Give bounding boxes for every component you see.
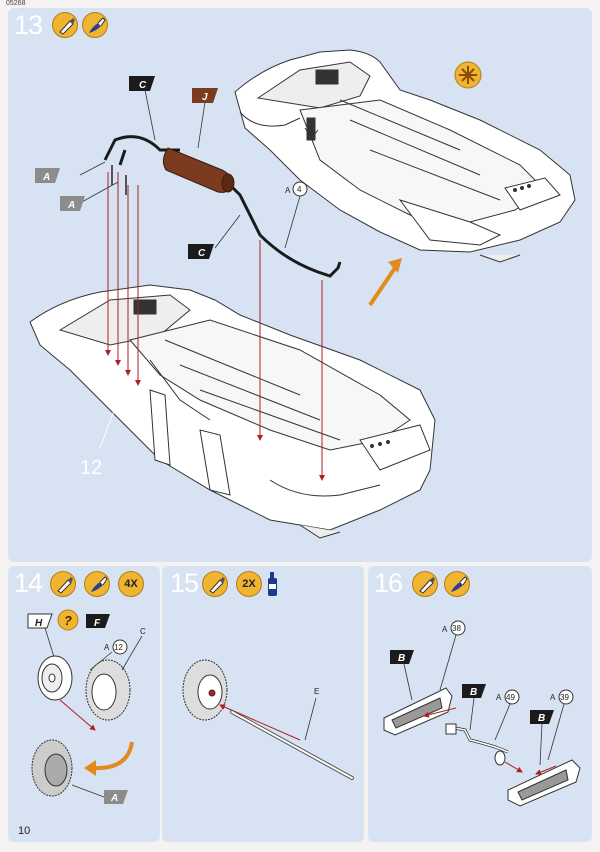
part-label-c: C	[140, 627, 146, 636]
brush-paint-icon	[444, 571, 470, 597]
svg-text:J: J	[202, 92, 208, 103]
rotate-arrow	[91, 741, 134, 771]
svg-text:A: A	[67, 200, 75, 211]
part-flag-b3: B	[530, 710, 554, 724]
chassis-top-right	[234, 49, 576, 263]
svg-text:A: A	[110, 793, 118, 804]
svg-text:B: B	[470, 687, 477, 698]
glue-icon	[412, 571, 438, 597]
document-id: 05268	[6, 0, 26, 7]
step-16-panel	[368, 566, 592, 842]
glue-icon	[50, 571, 76, 597]
step-14-panel	[8, 566, 160, 842]
bracket-left	[383, 687, 453, 736]
svg-text:?: ?	[64, 613, 72, 628]
step-14-number: 14	[14, 568, 43, 598]
glue-bottle-icon	[268, 572, 277, 596]
svg-text:B: B	[538, 713, 545, 724]
tire-front	[85, 659, 131, 721]
svg-text:A: A	[285, 186, 291, 195]
part-flag-j: J	[192, 88, 218, 103]
svg-text:38: 38	[452, 624, 461, 633]
part-flag-a-left-1: A	[35, 168, 60, 183]
step-16-number: 16	[374, 568, 403, 598]
svg-text:C: C	[139, 80, 147, 91]
glue-icon	[52, 12, 78, 38]
part-callout-a4: A 4	[285, 181, 308, 197]
brush-paint-icon	[82, 12, 108, 38]
star-option-icon	[454, 61, 482, 89]
part-flag-c-bottom: C	[188, 244, 214, 259]
svg-text:C: C	[198, 248, 206, 259]
page-number: 10	[18, 825, 31, 837]
question-icon: ?	[57, 609, 79, 631]
svg-text:39: 39	[560, 693, 569, 702]
chassis-bottom	[29, 284, 436, 539]
part-flag-b1: B	[390, 650, 414, 664]
part-flag-a-left-2: A	[60, 196, 85, 211]
part-flag-c-top: C	[129, 76, 155, 91]
part-flag-f: F	[86, 614, 110, 629]
step-13-number: 13	[14, 10, 43, 40]
assembly-guide-lines	[105, 172, 325, 481]
svg-text:A: A	[442, 625, 448, 634]
svg-text:12: 12	[114, 643, 123, 652]
svg-text:A: A	[42, 172, 50, 183]
wheel-hub	[37, 655, 73, 701]
svg-text:A: A	[104, 643, 110, 652]
svg-text:A: A	[550, 693, 556, 702]
svg-text:49: 49	[506, 693, 515, 702]
part-flag-h: H	[27, 613, 53, 629]
wheel-assembled	[31, 739, 73, 797]
wheel-step15	[182, 659, 228, 721]
brush-paint-icon	[84, 571, 110, 597]
count-badge: 2X	[236, 571, 262, 597]
direction-arrow	[368, 266, 397, 307]
svg-text:A: A	[496, 693, 502, 702]
svg-text:B: B	[398, 653, 405, 664]
glue-icon	[202, 571, 228, 597]
part-callout-a38: A 38	[442, 620, 466, 636]
part-callout-a12: A 12	[104, 639, 128, 655]
bracket-right	[507, 759, 581, 807]
steering-rod	[445, 723, 509, 766]
part-flag-a-bottom: A	[104, 790, 128, 804]
part-callout-a39: A 39	[550, 689, 574, 705]
part-flag-b2: B	[462, 684, 486, 698]
svg-text:H: H	[35, 618, 43, 629]
part-label-e: E	[314, 687, 319, 696]
part-label-12: 12	[80, 457, 102, 479]
part-callout-a49: A 49	[496, 689, 520, 705]
svg-text:4: 4	[297, 185, 302, 194]
svg-text:F: F	[94, 618, 101, 629]
step-15-number: 15	[170, 568, 199, 598]
count-badge: 4X	[118, 571, 144, 597]
exhaust-pipe	[103, 135, 342, 278]
